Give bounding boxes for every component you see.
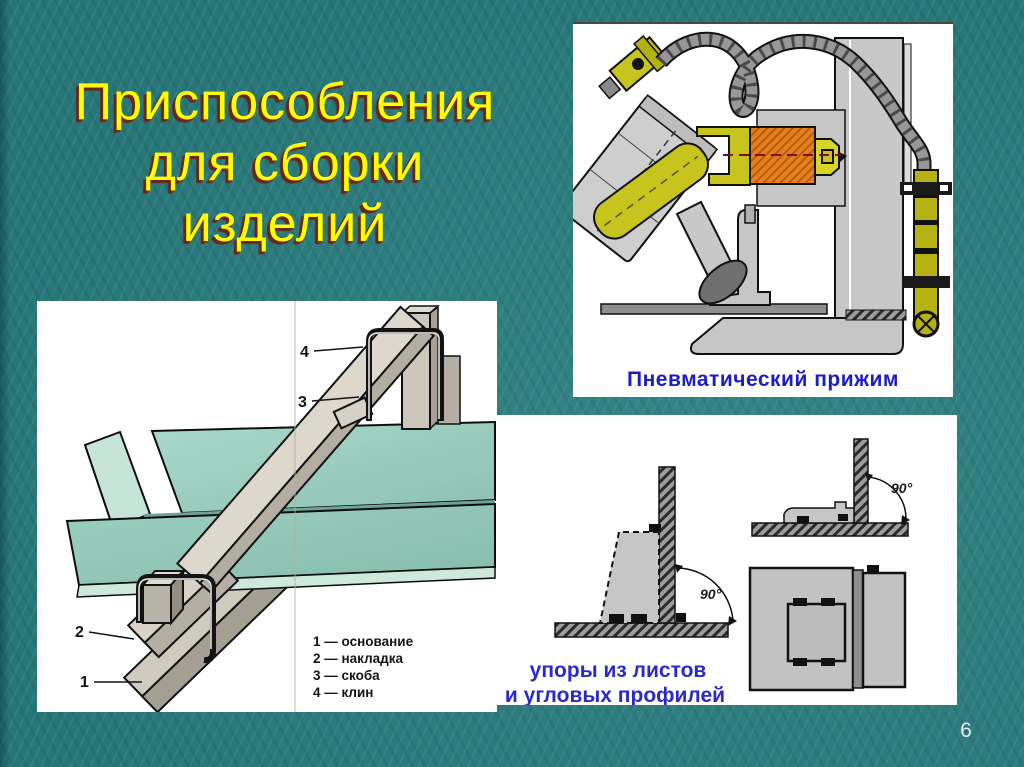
air-fitting — [598, 35, 668, 100]
title-line-1: Приспособления — [74, 73, 496, 131]
angle-stop-diagram: 90° — [751, 438, 913, 537]
base-block — [689, 317, 904, 355]
valve-assembly — [900, 169, 952, 338]
legend-line-1: 1 — основание — [313, 634, 414, 649]
legend-line-2: 2 — накладка — [313, 651, 404, 666]
air-hose — [655, 31, 932, 172]
vertical-plate — [834, 37, 912, 321]
stops-panel: 90° 90° — [497, 415, 957, 705]
angle-label-right: 90° — [891, 480, 913, 496]
angle-label-left: 90° — [700, 586, 722, 602]
cover-plate — [175, 305, 436, 594]
pneumatic-clamp-panel: Пневматический прижим — [573, 22, 953, 397]
bracket-bottom — [136, 574, 216, 664]
part-label-1: 1 — [80, 674, 89, 691]
stops-illustration: 90° 90° — [505, 438, 913, 705]
plan-view-diagram — [748, 565, 907, 692]
leader-lines — [88, 346, 364, 683]
assembly-fixture-panel: 4 3 2 1 1 — основание 2 — накладка 3 — с… — [37, 301, 497, 712]
workpiece-section-hatch — [845, 309, 907, 321]
part-label-3: 3 — [298, 394, 307, 411]
page-number: 6 — [960, 719, 972, 742]
lever-arm — [593, 142, 709, 240]
part-label-2: 2 — [75, 624, 84, 641]
legend-line-4: 4 — клин — [313, 685, 373, 700]
legend-line-3: 3 — скоба — [313, 668, 380, 683]
pneumatic-caption: Пневматический прижим — [627, 368, 899, 391]
parts-legend: 1 — основание 2 — накладка 3 — скоба 4 —… — [313, 634, 414, 700]
sheet-stop-diagram: 90° — [554, 466, 737, 638]
air-cylinder — [696, 109, 847, 224]
pneumatic-clamp-illustration — [573, 31, 952, 355]
assembly-fixture-illustration: 4 3 2 1 1 — основание 2 — накладка 3 — с… — [65, 301, 496, 712]
title-line-2: для сборки — [145, 134, 425, 192]
slide-title: Приспособления для сборки изделий — [55, 72, 515, 255]
stops-caption-line-1: упоры из листов — [530, 659, 707, 682]
stops-caption-line-2: и угловых профилей — [505, 684, 725, 705]
clamp-foot — [698, 259, 748, 305]
title-line-3: изделий — [182, 195, 388, 253]
part-label-4: 4 — [300, 344, 309, 361]
